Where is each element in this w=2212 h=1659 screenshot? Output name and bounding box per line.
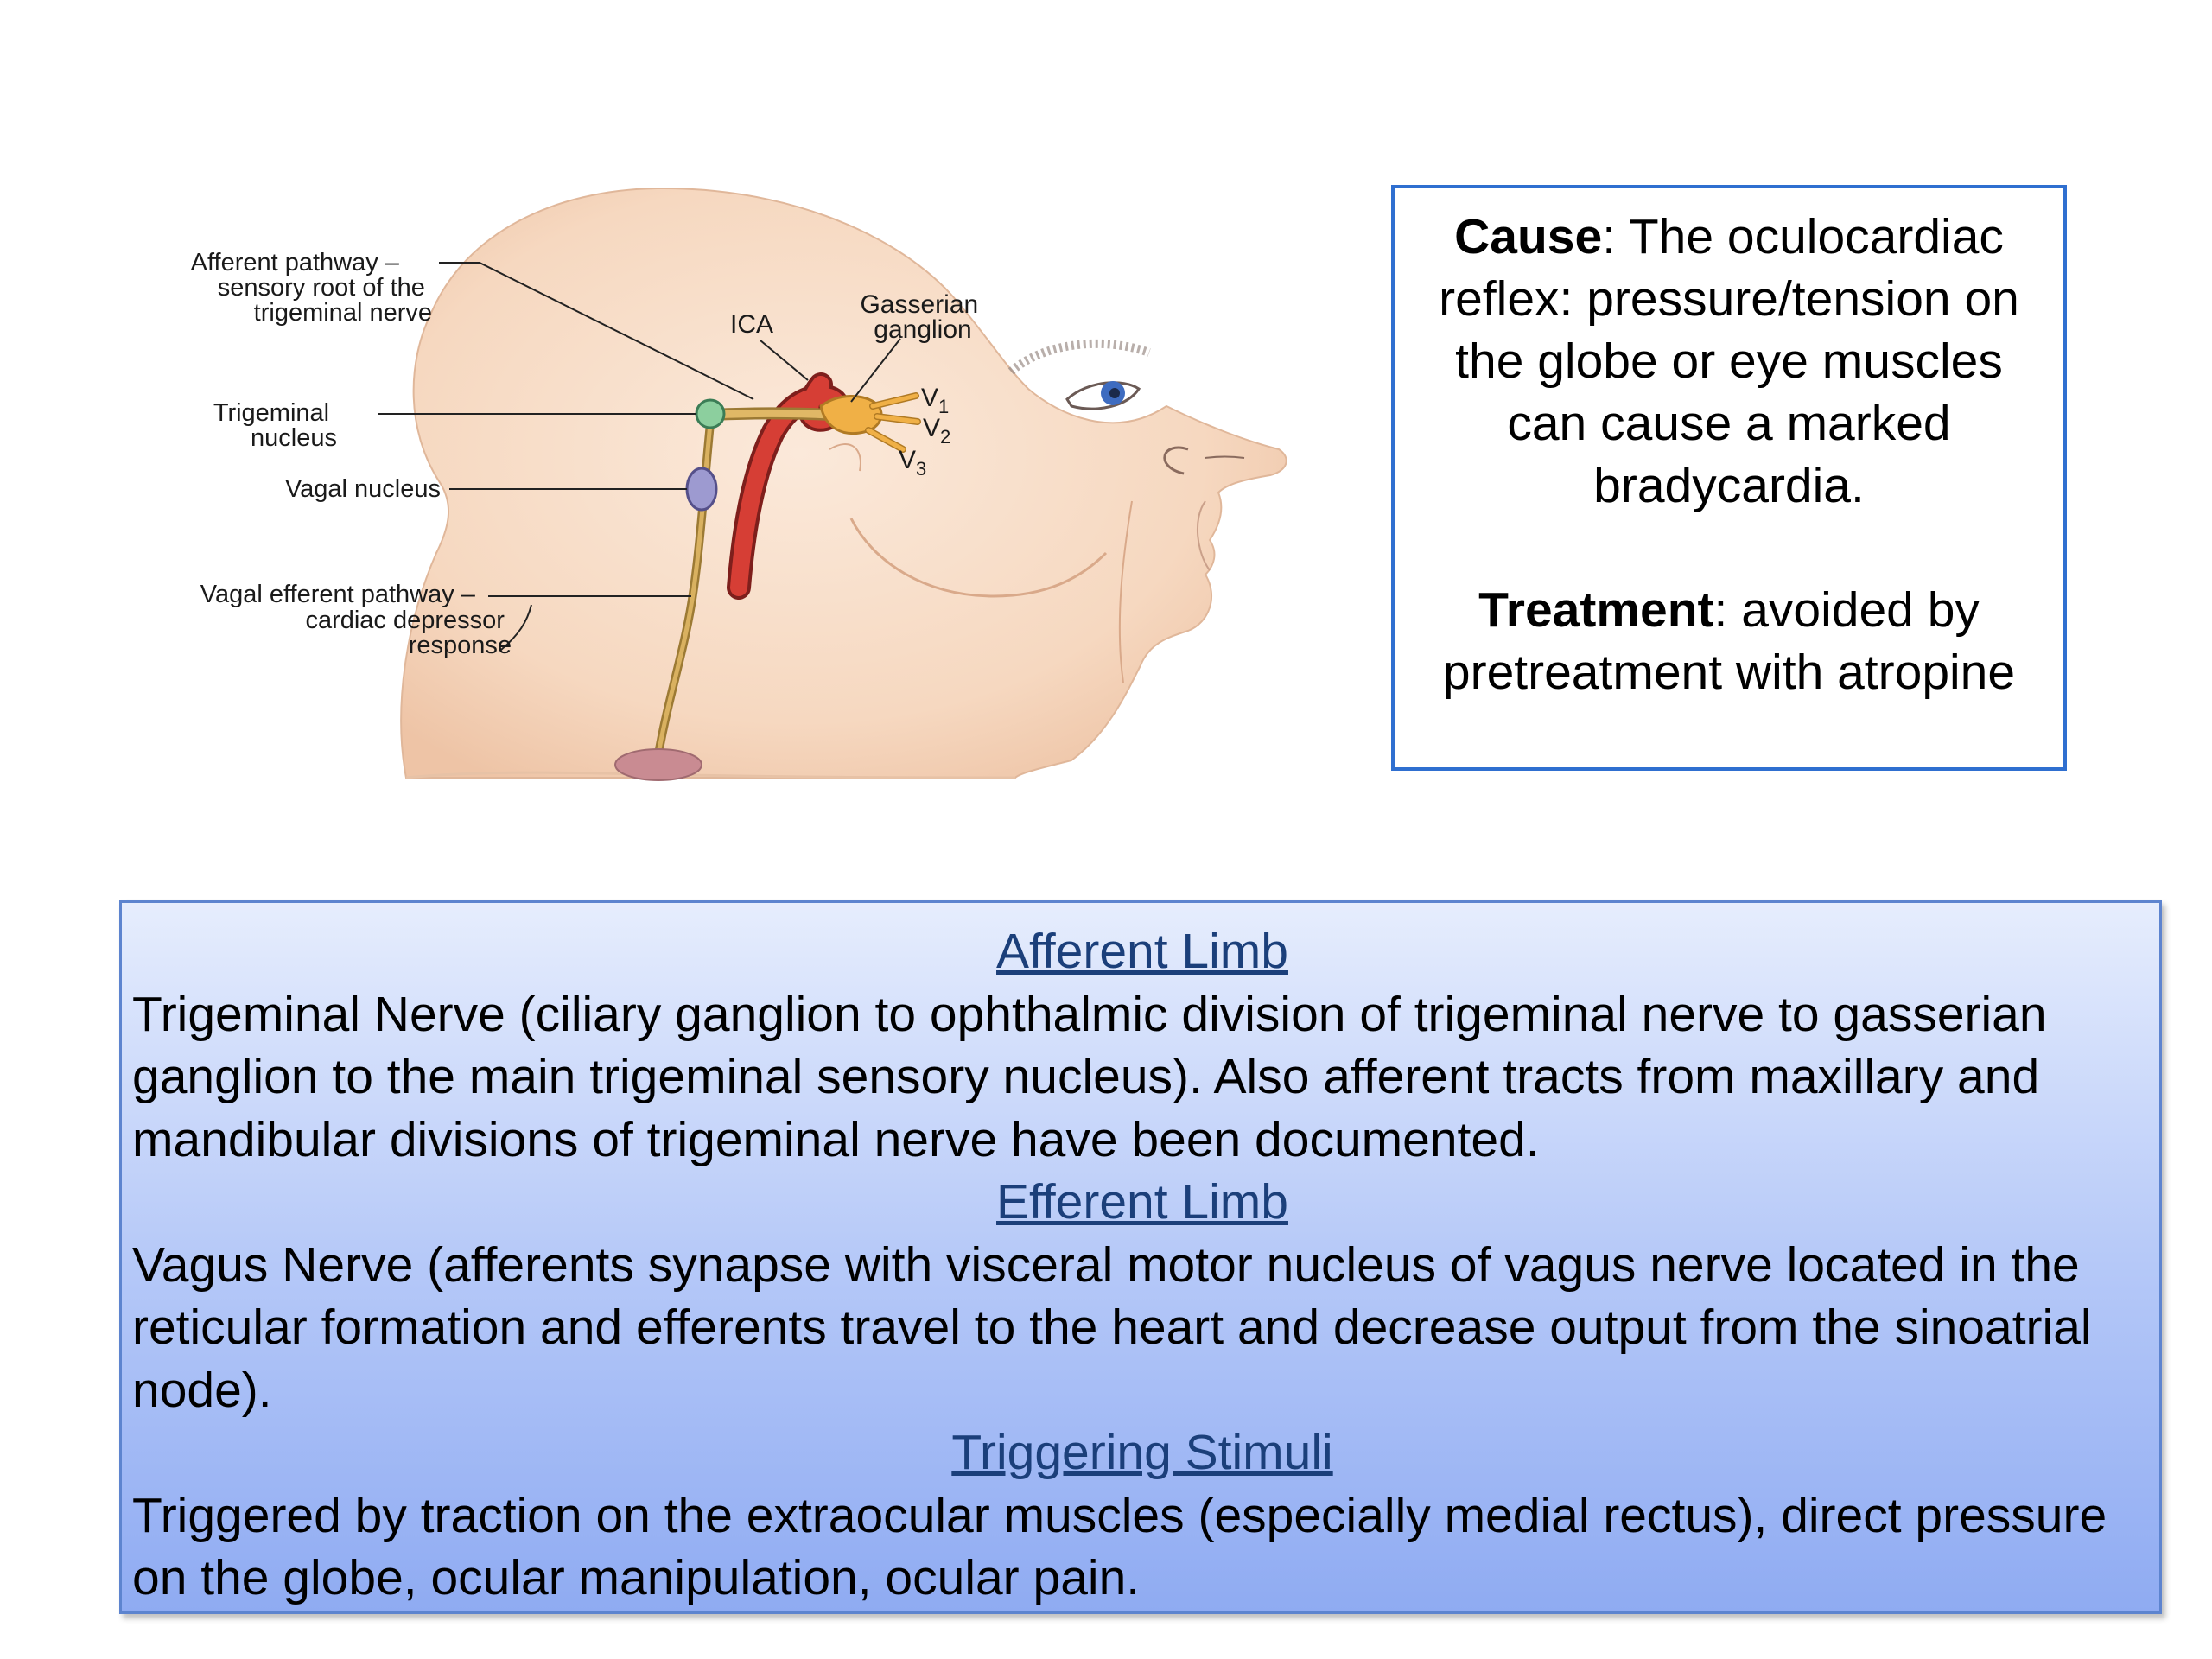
jaw-line: [849, 518, 1108, 598]
treatment-label: Treatment: [1478, 582, 1714, 638]
label-ica: ICA: [730, 310, 773, 339]
label-vagal-efferent: Vagal efferent pathway – cardiac depress…: [200, 581, 512, 659]
label-vagal-nucleus: Vagal nucleus: [285, 475, 441, 503]
oculocardiac-reflex-diagram: Afferent pathway – sensory root of the t…: [191, 187, 1287, 781]
eye: [1065, 381, 1141, 410]
leader-lines: [378, 262, 901, 651]
cause-label: Cause: [1454, 209, 1603, 264]
cause-paragraph: Cause: The oculocardiac reflex: pressure…: [1415, 206, 2043, 517]
heart-target: [614, 748, 702, 781]
cause-text: : The oculocardiac reflex: pressure/tens…: [1439, 209, 2019, 513]
cause-treatment-box: Cause: The oculocardiac reflex: pressure…: [1391, 185, 2067, 771]
trigeminal-nucleus-marker: [695, 398, 726, 429]
efferent-limb-heading[interactable]: Efferent Limb: [996, 1174, 1288, 1230]
eyebrow: [1007, 339, 1151, 375]
triggering-stimuli-text: Triggered by traction on the extraocular…: [132, 1487, 2107, 1606]
label-v1: V1: [921, 384, 949, 417]
efferent-limb-text: Vagus Nerve (afferents synapse with visc…: [132, 1236, 2092, 1418]
label-v3: V3: [899, 446, 926, 480]
afferent-limb-heading[interactable]: Afferent Limb: [996, 924, 1288, 979]
label-gasserian-ganglion: Gasserian ganglion: [860, 290, 985, 344]
label-trigeminal-nucleus: Trigeminal nucleus: [213, 399, 337, 452]
vagal-nucleus-marker: [685, 467, 718, 512]
head-silhouette: [400, 187, 1287, 779]
treatment-text: : avoided by pretreatment with atropine: [1442, 582, 2016, 700]
triggering-stimuli-heading[interactable]: Triggering Stimuli: [951, 1425, 1333, 1480]
gasserian-ganglion: [819, 392, 921, 453]
nostril: [1163, 446, 1189, 475]
label-v2: V2: [923, 414, 950, 448]
afferent-limb-text: Trigeminal Nerve (ciliary ganglion to op…: [132, 986, 2047, 1167]
reflex-details-box: Afferent Limb Trigeminal Nerve (ciliary …: [119, 900, 2162, 1614]
nasolabial: [1196, 500, 1211, 571]
mouth: [1205, 455, 1245, 459]
ear-hint: [829, 443, 861, 472]
chin-line: [1118, 500, 1133, 683]
treatment-paragraph: Treatment: avoided by pretreatment with …: [1415, 579, 2043, 703]
label-afferent-pathway: Afferent pathway – sensory root of the t…: [191, 249, 432, 327]
